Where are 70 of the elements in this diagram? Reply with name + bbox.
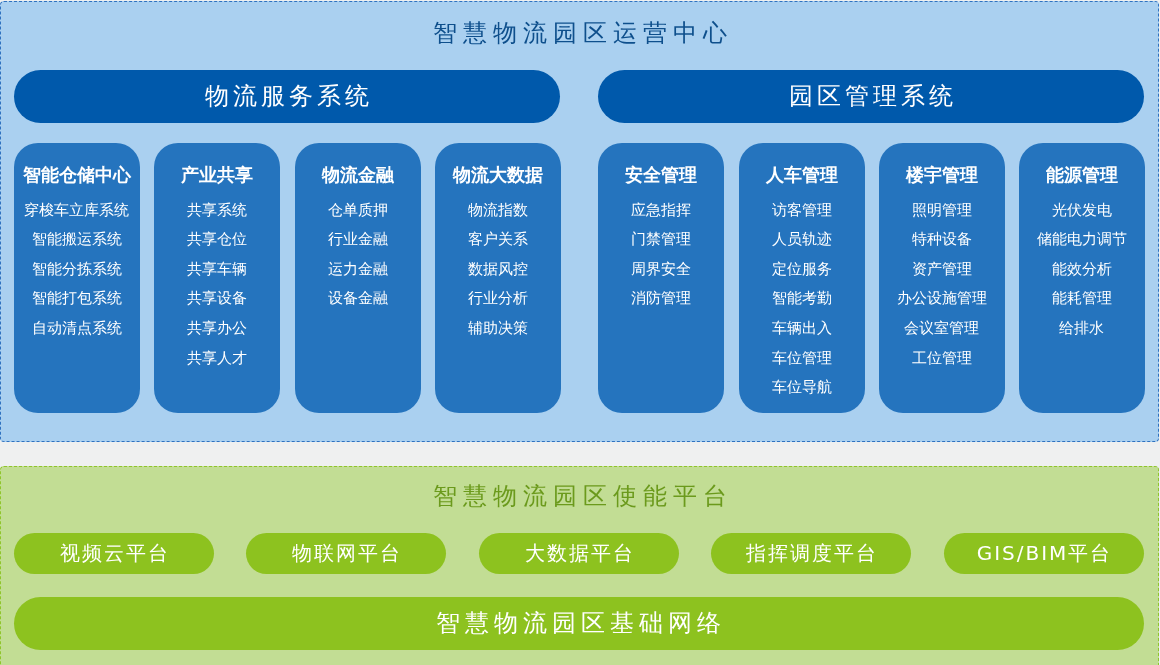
list-item: 设备金融	[327, 288, 388, 309]
list-item: 周界安全	[630, 258, 691, 279]
system-header-bar: 物流服务系统	[13, 69, 560, 123]
list-item: 共享仓位	[186, 229, 247, 250]
list-item: 自动清点系统	[31, 318, 122, 339]
card-heading: 人车管理	[765, 162, 838, 187]
category-card	[13, 142, 140, 413]
list-item: 会议室管理	[904, 318, 979, 339]
category-card	[597, 142, 724, 413]
list-item: 智能考勤	[771, 288, 832, 309]
list-item: 数据风控	[467, 258, 528, 279]
list-item: 人员轨迹	[771, 229, 832, 250]
list-item: 共享系统	[186, 199, 247, 220]
list-item: 特种设备	[911, 229, 972, 250]
list-item: 共享人才	[186, 347, 247, 368]
section-panel	[0, 1, 1159, 442]
category-card	[434, 142, 561, 413]
card-heading: 安全管理	[624, 162, 697, 187]
list-item: 共享办公	[186, 318, 247, 339]
list-item: 能耗管理	[1051, 288, 1112, 309]
category-card	[1018, 142, 1145, 413]
list-item: 智能打包系统	[31, 288, 122, 309]
list-item: 行业分析	[467, 288, 528, 309]
list-item: 光伏发电	[1051, 199, 1112, 220]
category-card	[153, 142, 280, 413]
card-heading: 物流大数据	[452, 162, 543, 187]
list-item: 穿梭车立库系统	[24, 199, 129, 220]
platform-pill: 视频云平台	[13, 532, 214, 574]
category-card	[294, 142, 421, 413]
list-item: 行业金融	[327, 229, 388, 250]
list-item: 共享设备	[186, 288, 247, 309]
list-item: 辅助决策	[467, 318, 528, 339]
list-item: 车位导航	[771, 377, 832, 398]
list-item: 车辆出入	[771, 318, 832, 339]
card-heading: 智能仓储中心	[22, 162, 131, 187]
list-item: 储能电力调节	[1036, 229, 1127, 250]
list-item: 给排水	[1059, 318, 1104, 339]
card-heading: 能源管理	[1045, 162, 1118, 187]
list-item: 门禁管理	[630, 229, 691, 250]
list-item: 办公设施管理	[896, 288, 987, 309]
system-header-bar: 园区管理系统	[597, 69, 1144, 123]
list-item: 车位管理	[771, 347, 832, 368]
category-card	[738, 142, 865, 413]
panel-title: 智慧物流园区使能平台	[431, 482, 733, 510]
network-bar: 智慧物流园区基础网络	[13, 596, 1144, 650]
list-item: 访客管理	[771, 199, 832, 220]
platform-pill: GIS/BIM平台	[943, 532, 1144, 574]
list-item: 能效分析	[1051, 258, 1112, 279]
list-item: 运力金融	[327, 258, 388, 279]
list-item: 定位服务	[771, 258, 832, 279]
list-item: 工位管理	[911, 347, 972, 368]
list-item: 智能分拣系统	[31, 258, 122, 279]
list-item: 共享车辆	[186, 258, 247, 279]
list-item: 应急指挥	[630, 199, 691, 220]
list-item: 资产管理	[911, 258, 972, 279]
list-item: 客户关系	[467, 229, 528, 250]
category-card	[878, 142, 1005, 413]
list-item: 仓单质押	[327, 199, 388, 220]
list-item: 照明管理	[911, 199, 972, 220]
list-item: 物流指数	[467, 199, 528, 220]
section-panel	[0, 466, 1159, 665]
card-heading: 产业共享	[180, 162, 253, 187]
platform-pill: 指挥调度平台	[710, 532, 911, 574]
platform-pill: 物联网平台	[245, 532, 446, 574]
card-heading: 物流金融	[321, 162, 394, 187]
list-item: 智能搬运系统	[31, 229, 122, 250]
panel-title: 智慧物流园区运营中心	[431, 19, 733, 47]
platform-pill: 大数据平台	[478, 532, 679, 574]
list-item: 消防管理	[630, 288, 691, 309]
card-heading: 楼宇管理	[905, 162, 978, 187]
